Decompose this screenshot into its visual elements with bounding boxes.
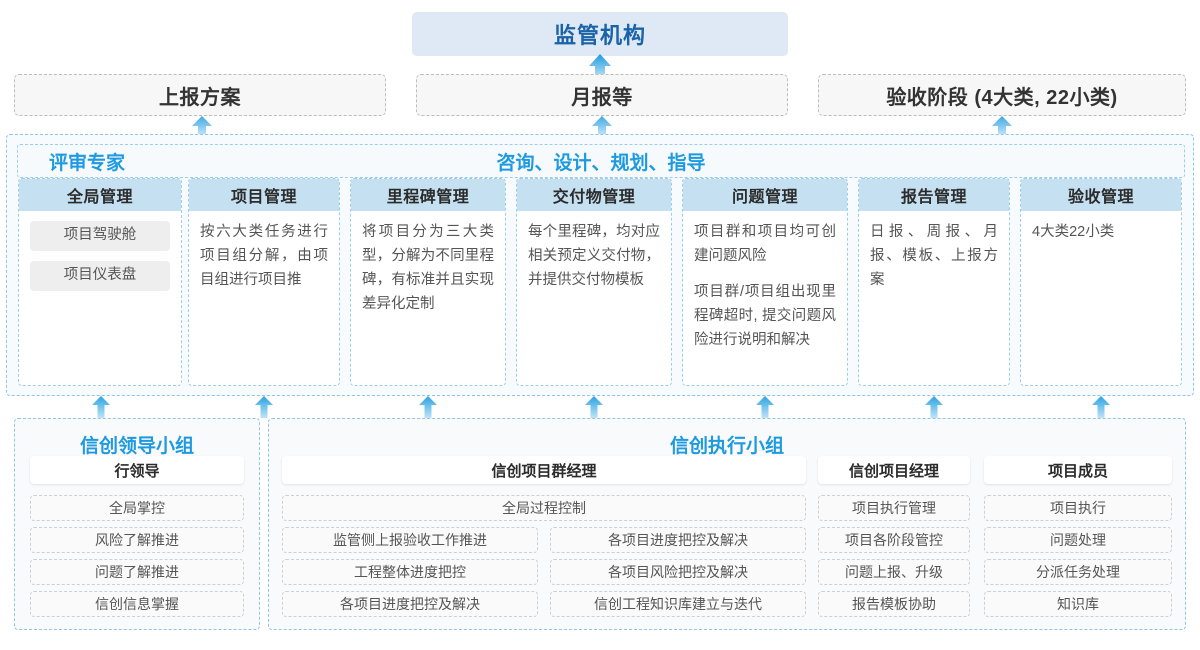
module-paragraph: 每个里程碑，均对应相关预定义交付物，并提供交付物模板 [528,224,660,288]
arrow-up-to-module-project [255,396,273,418]
module-paragraph: 项目群和项目均可创建问题风险 [694,224,836,264]
module-head-milestone: 里程碑管理 [351,179,505,211]
arrow-up-to-module-report [925,396,943,418]
task-item[interactable]: 问题了解推进 [30,559,244,585]
task-item[interactable]: 项目执行管理 [818,495,970,521]
task-item[interactable]: 全局过程控制 [282,495,806,521]
regulator-label: 监管机构 [553,23,646,48]
report-chip-plan[interactable]: 上报方案 [14,74,386,116]
middle-title-left: 评审专家 [49,153,126,174]
arrow-up-to-module-deliverable [585,396,603,418]
exec-group-title: 信创执行小组 [669,436,784,457]
module-body-issue: 项目群和项目均可创建问题风险 项目群/项目组出现里程碑超时, 提交问题风险进行说… [683,211,847,361]
task-item[interactable]: 问题上报、升级 [818,559,970,585]
module-body-global: 项目驾驶舱 项目仪表盘 [19,211,181,309]
module-paragraph: 日报、周报、月报、模板、上报方案 [870,224,998,288]
report-chip-acceptance-label: 验收阶段 (4大类, 22小类) [886,86,1118,109]
task-item[interactable]: 风险了解推进 [30,527,244,553]
module-body-project: 按六大类任务进行项目组分解，由项目组进行项目推 [189,211,339,301]
module-card-milestone[interactable]: 里程碑管理 将项目分为三大类型，分解为不同里程碑，有标准并且实现差异化定制 [350,178,506,386]
arrow-up-to-module-milestone [419,396,437,418]
arrow-up-to-module-issue [756,396,774,418]
arrow-up-to-module-global [92,396,110,418]
task-item[interactable]: 信创信息掌握 [30,591,244,617]
report-chip-monthly-label: 月报等 [571,86,633,109]
module-body-report: 日报、周报、月报、模板、上报方案 [859,211,1009,301]
arrow-up-to-module-acceptance [1092,396,1110,418]
report-chip-monthly[interactable]: 月报等 [416,74,788,116]
task-item[interactable]: 分派任务处理 [984,559,1172,585]
module-card-deliverable[interactable]: 交付物管理 每个里程碑，均对应相关预定义交付物，并提供交付物模板 [516,178,672,386]
leader-group-title: 信创领导小组 [79,436,194,457]
regulator-box: 监管机构 [412,12,788,56]
module-card-global[interactable]: 全局管理 项目驾驶舱 项目仪表盘 [18,178,182,386]
module-head-issue: 问题管理 [683,179,847,211]
task-item[interactable]: 项目各阶段管控 [818,527,970,553]
task-item[interactable]: 项目执行 [984,495,1172,521]
middle-title-center: 咨询、设计、规划、指导 [496,153,706,174]
task-item[interactable]: 知识库 [984,591,1172,617]
module-head-deliverable: 交付物管理 [517,179,671,211]
module-paragraph: 将项目分为三大类型，分解为不同里程碑，有标准并且实现差异化定制 [362,224,494,312]
module-head-acceptance: 验收管理 [1021,179,1181,211]
task-item[interactable]: 监管侧上报验收工作推进 [282,527,538,553]
task-item[interactable]: 全局掌控 [30,495,244,521]
role-head-bank-leader[interactable]: 行领导 [30,456,244,484]
module-body-acceptance: 4大类22小类 [1021,211,1181,253]
task-item[interactable]: 报告模板协助 [818,591,970,617]
report-chip-plan-label: 上报方案 [159,86,241,109]
role-head-project-manager[interactable]: 信创项目经理 [818,456,970,484]
module-body-deliverable: 每个里程碑，均对应相关预定义交付物，并提供交付物模板 [517,211,671,301]
report-chip-acceptance[interactable]: 验收阶段 (4大类, 22小类) [818,74,1186,116]
module-card-issue[interactable]: 问题管理 项目群和项目均可创建问题风险 项目群/项目组出现里程碑超时, 提交问题… [682,178,848,386]
module-head-report: 报告管理 [859,179,1009,211]
task-item[interactable]: 各项目进度把控及解决 [550,527,806,553]
module-paragraph: 按六大类任务进行项目组分解，由项目组进行项目推 [200,224,328,288]
task-item[interactable]: 信创工程知识库建立与迭代 [550,591,806,617]
task-item[interactable]: 问题处理 [984,527,1172,553]
task-item[interactable]: 各项目进度把控及解决 [282,591,538,617]
task-item[interactable]: 工程整体进度把控 [282,559,538,585]
module-head-project: 项目管理 [189,179,339,211]
task-item[interactable]: 各项目风险把控及解决 [550,559,806,585]
role-head-project-member[interactable]: 项目成员 [984,456,1172,484]
module-paragraph: 项目群/项目组出现里程碑超时, 提交问题风险进行说明和解决 [694,283,836,348]
module-head-global: 全局管理 [19,179,181,211]
role-head-program-manager[interactable]: 信创项目群经理 [282,456,806,484]
middle-title-bar [17,144,1185,178]
module-card-acceptance[interactable]: 验收管理 4大类22小类 [1020,178,1182,386]
module-pill[interactable]: 项目驾驶舱 [30,221,170,251]
module-paragraph: 4大类22小类 [1032,224,1115,240]
module-card-report[interactable]: 报告管理 日报、周报、月报、模板、上报方案 [858,178,1010,386]
module-pill[interactable]: 项目仪表盘 [30,261,170,291]
module-body-milestone: 将项目分为三大类型，分解为不同里程碑，有标准并且实现差异化定制 [351,211,505,325]
module-card-project[interactable]: 项目管理 按六大类任务进行项目组分解，由项目组进行项目推 [188,178,340,386]
